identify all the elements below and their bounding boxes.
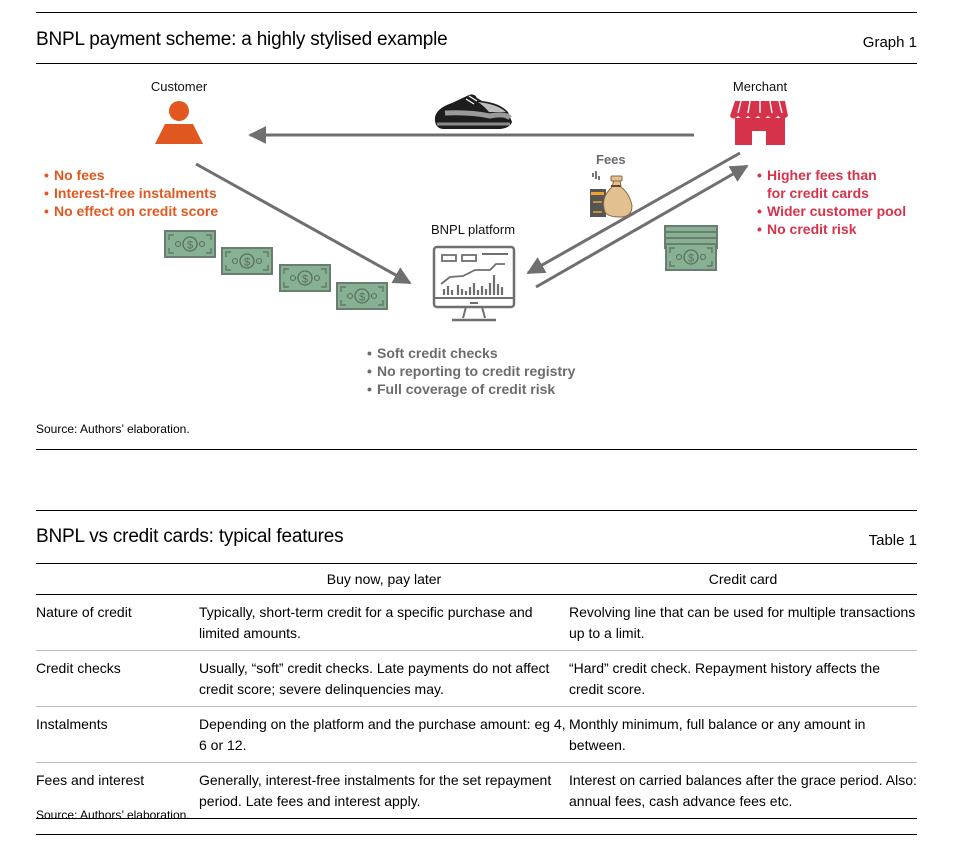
merchant-label: Merchant — [732, 79, 788, 94]
graph-source-note: Source: Authors’ elaboration. — [36, 422, 190, 436]
money-bag-icon — [590, 171, 633, 218]
banknote-icon — [279, 264, 331, 292]
table-title: BNPL vs credit cards: typical features — [36, 526, 344, 547]
banknote-icon — [164, 230, 216, 258]
bnpl-cell: Usually, “soft” credit checks. Late paym… — [199, 660, 550, 697]
table-source-note: Source: Authors’ elaboration. — [36, 808, 190, 822]
platform-feature-item: •No reporting to credit registry — [367, 363, 576, 379]
platform-feature-item: •Full coverage of credit risk — [367, 381, 556, 397]
instalments-flow-arrow — [195, 162, 412, 285]
credit-card-cell: Interest on carried balances after the g… — [569, 772, 917, 809]
merchant-benefit-item: •Wider customer pool — [757, 203, 907, 219]
table-row: Instalments Depending on the platform an… — [36, 707, 917, 763]
customer-benefit-item: •Interest-free instalments — [44, 185, 217, 201]
customer-benefit-item: •No fees — [44, 167, 105, 183]
banknote-icon — [221, 247, 273, 275]
table-bottom-rule — [36, 834, 917, 835]
feature-cell: Nature of credit — [36, 604, 132, 620]
credit-card-cell: Revolving line that can be used for mult… — [569, 604, 916, 641]
banknote-stack-icon — [664, 225, 718, 271]
table-number-label: Table 1 — [868, 532, 917, 549]
table-row: Credit checks Usually, “soft” credit che… — [36, 651, 917, 707]
banknote-icon — [336, 282, 388, 310]
customer-benefits-list: •No fees •Interest-free instalments •No … — [44, 166, 218, 220]
merchant-benefit-item: •No credit risk — [757, 221, 857, 237]
table-header-row: Buy now, pay later Credit card — [36, 563, 917, 595]
graph-top-rule — [36, 12, 917, 13]
customer-label: Customer — [150, 79, 208, 94]
sneaker-icon — [434, 94, 512, 129]
header-bnpl: Buy now, pay later — [326, 571, 442, 587]
graph-title: BNPL payment scheme: a highly stylised e… — [36, 29, 448, 50]
header-credit-card: Credit card — [708, 571, 778, 587]
monitor-chart-icon — [432, 245, 516, 322]
person-icon — [155, 101, 203, 144]
table-row: Fees and interest Generally, interest-fr… — [36, 763, 917, 819]
feature-cell: Credit checks — [36, 660, 121, 676]
header-feature — [36, 564, 199, 595]
feature-cell: Instalments — [36, 716, 108, 732]
table-top-rule — [36, 510, 917, 511]
bnpl-cell: Depending on the platform and the purcha… — [199, 716, 566, 753]
fees-flow-arrow — [526, 151, 741, 275]
table-row: Nature of credit Typically, short-term c… — [36, 595, 917, 651]
bnpl-diagram: $ — [155, 94, 788, 322]
graph-title-rule — [36, 63, 917, 64]
merchant-benefit-item-continued: for credit cards — [767, 185, 869, 201]
bnpl-cell: Typically, short-term credit for a speci… — [199, 604, 533, 641]
shop-icon — [730, 100, 788, 145]
platform-features-list: •Soft credit checks •No reporting to cre… — [367, 344, 575, 398]
comparison-table: Buy now, pay later Credit card Nature of… — [36, 563, 917, 819]
graph-bottom-rule — [36, 449, 917, 450]
customer-benefit-item: •No effect on credit score — [44, 203, 219, 219]
bnpl-cell: Generally, interest-free instalments for… — [199, 772, 552, 809]
platform-label: BNPL platform — [430, 222, 516, 237]
graph-number-label: Graph 1 — [862, 34, 917, 51]
merchant-benefit-item: •Higher fees than — [757, 167, 877, 183]
platform-feature-item: •Soft credit checks — [367, 345, 498, 361]
fees-label: Fees — [596, 152, 626, 167]
merchant-benefits-list: •Higher fees than for credit cards •Wide… — [757, 166, 906, 238]
credit-card-cell: Monthly minimum, full balance or any amo… — [569, 716, 866, 753]
feature-cell: Fees and interest — [36, 772, 145, 788]
credit-card-cell: “Hard” credit check. Repayment history a… — [569, 660, 880, 697]
payment-flow-arrow — [535, 164, 749, 289]
